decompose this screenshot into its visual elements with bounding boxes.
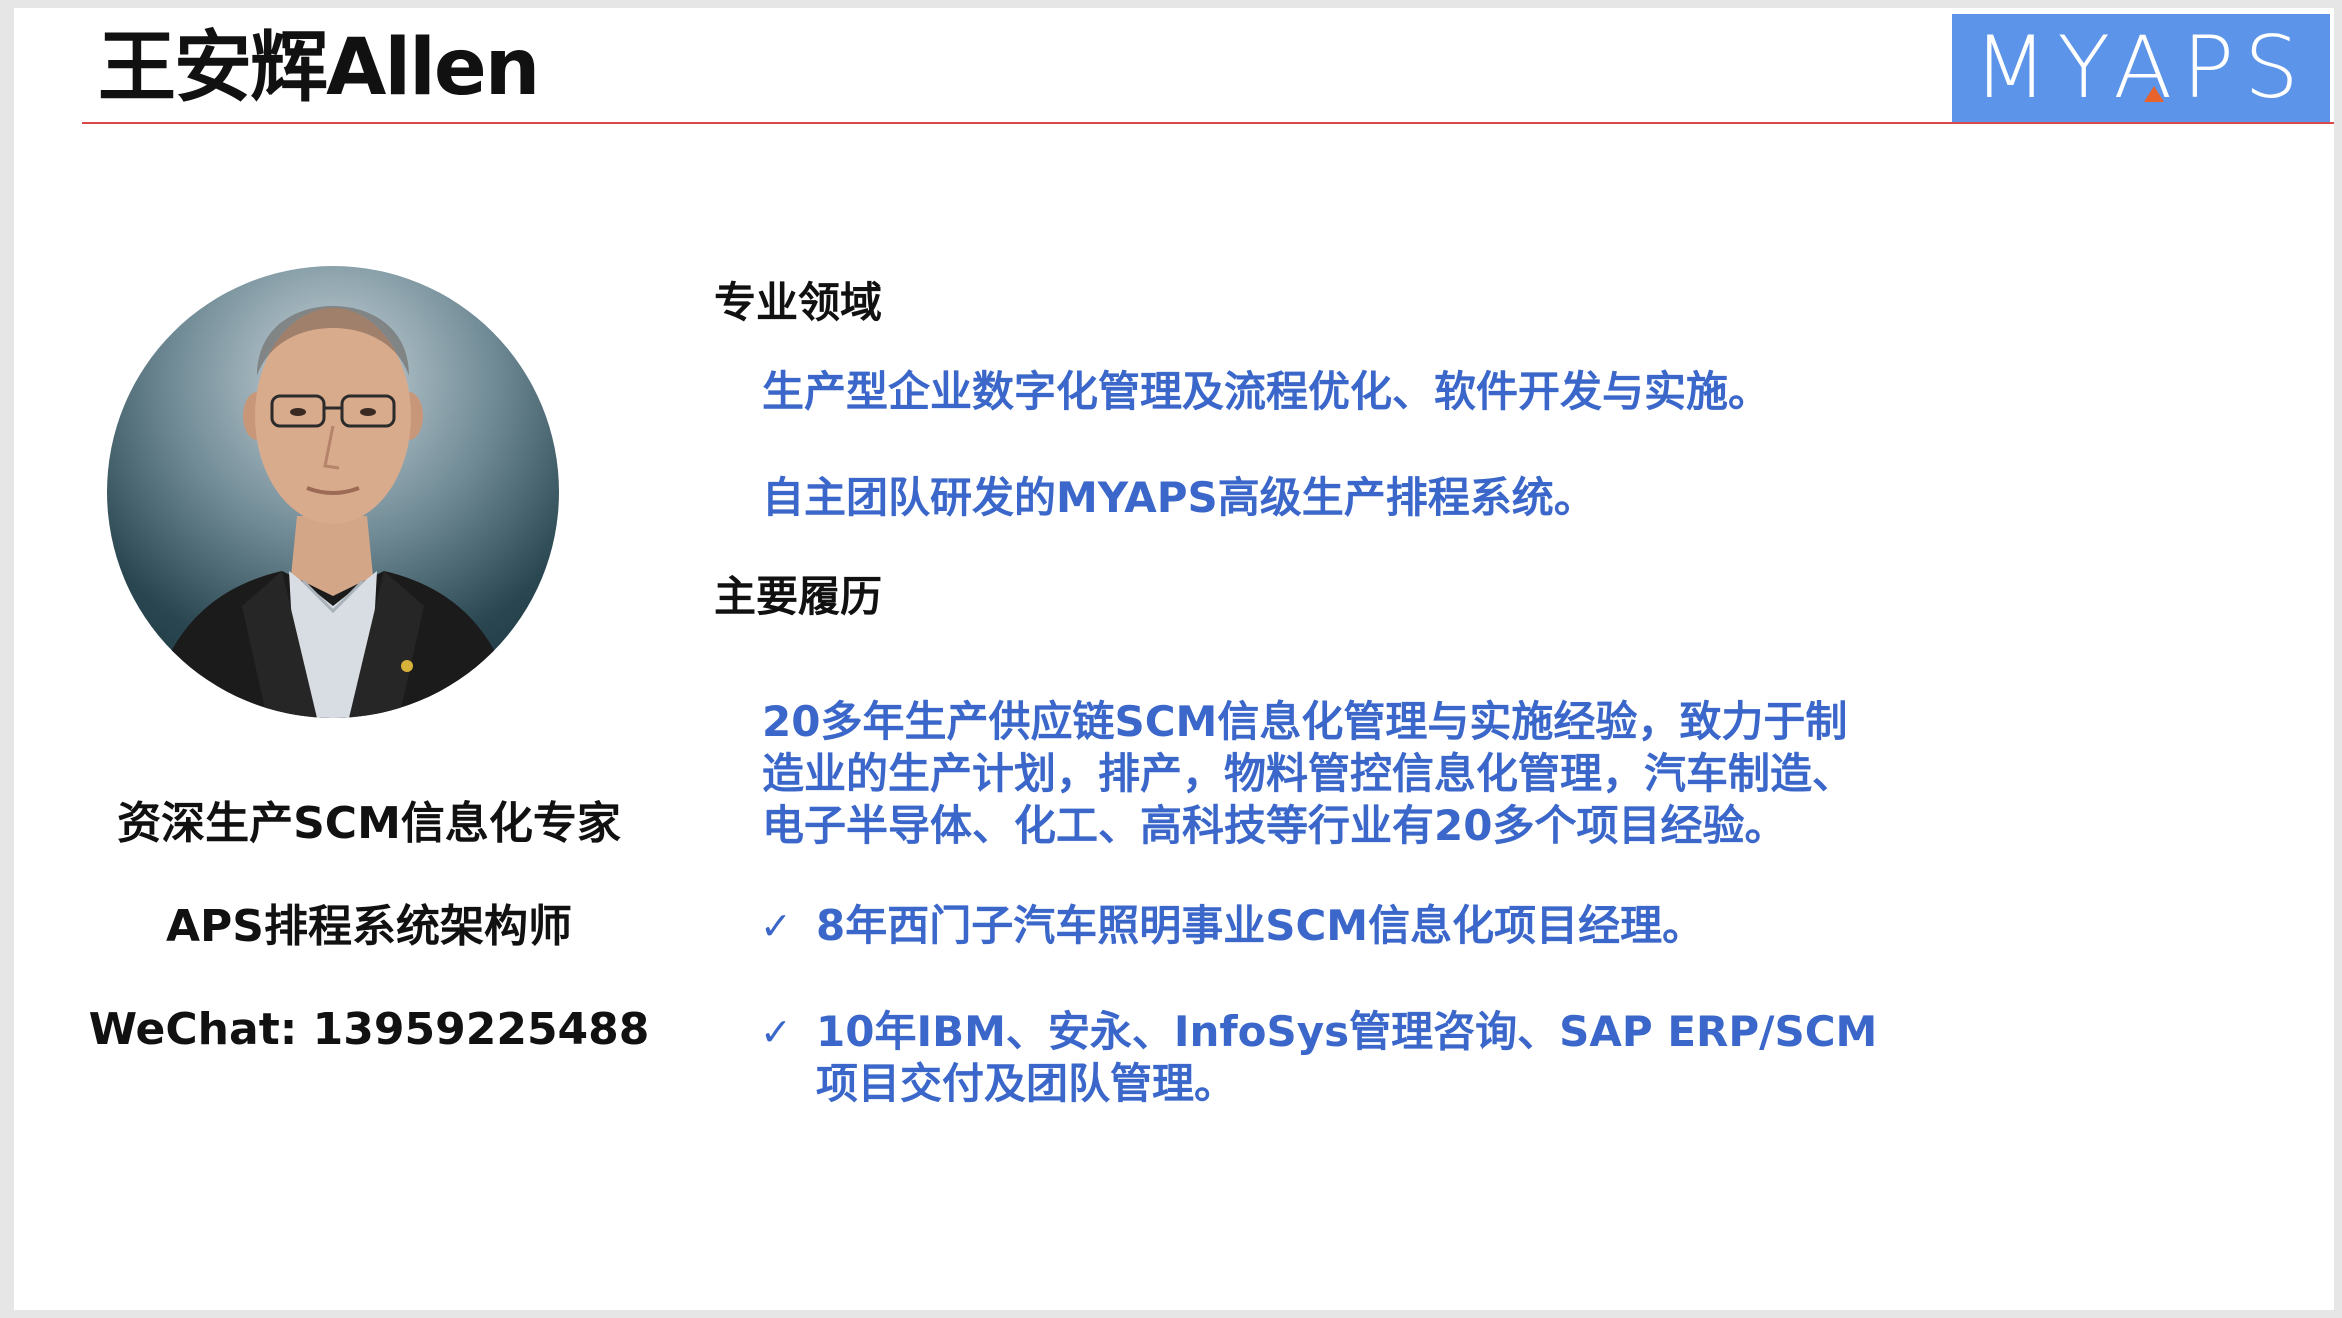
expertise-item: 生产型企业数字化管理及流程优化、软件开发与实施。 [762,367,1771,416]
experience-bullet-continuation: 项目交付及团队管理。 [816,1059,1237,1108]
myaps-logo: MYAPS [1952,14,2330,122]
page-title: 王安辉Allen [98,23,540,113]
profile-title: 资深生产SCM信息化专家 [117,798,621,849]
expertise-item: 自主团队研发的MYAPS高级生产排程系统。 [762,473,1596,522]
experience-bullet: 8年西门子汽车照明事业SCM信息化项目经理。 [816,901,1705,950]
experience-heading: 主要履历 [714,572,883,621]
experience-summary-line: 电子半导体、化工、高科技等行业有20多个项目经验。 [762,801,1787,850]
experience-summary-line: 造业的生产计划，排产，物料管控信息化管理，汽车制造、 [762,749,1855,798]
checkmark-icon: ✓ [760,904,792,948]
slide: 王安辉Allen MYAPS [14,8,2334,1310]
title-divider [82,122,2334,124]
experience-bullet: 10年IBM、安永、InfoSys管理咨询、SAP ERP/SCM [816,1007,1878,1056]
profile-role: APS排程系统架构师 [166,901,572,952]
logo-accent-triangle-icon [2144,86,2164,102]
logo-text: MYAPS [1973,18,2309,118]
profile-wechat: WeChat: 13959225488 [88,1004,650,1055]
avatar [107,266,559,718]
portrait-photo-icon [147,306,519,718]
experience-summary-line: 20多年生产供应链SCM信息化管理与实施经验，致力于制 [762,697,1848,746]
checkmark-icon: ✓ [760,1010,792,1054]
expertise-heading: 专业领域 [714,278,883,327]
